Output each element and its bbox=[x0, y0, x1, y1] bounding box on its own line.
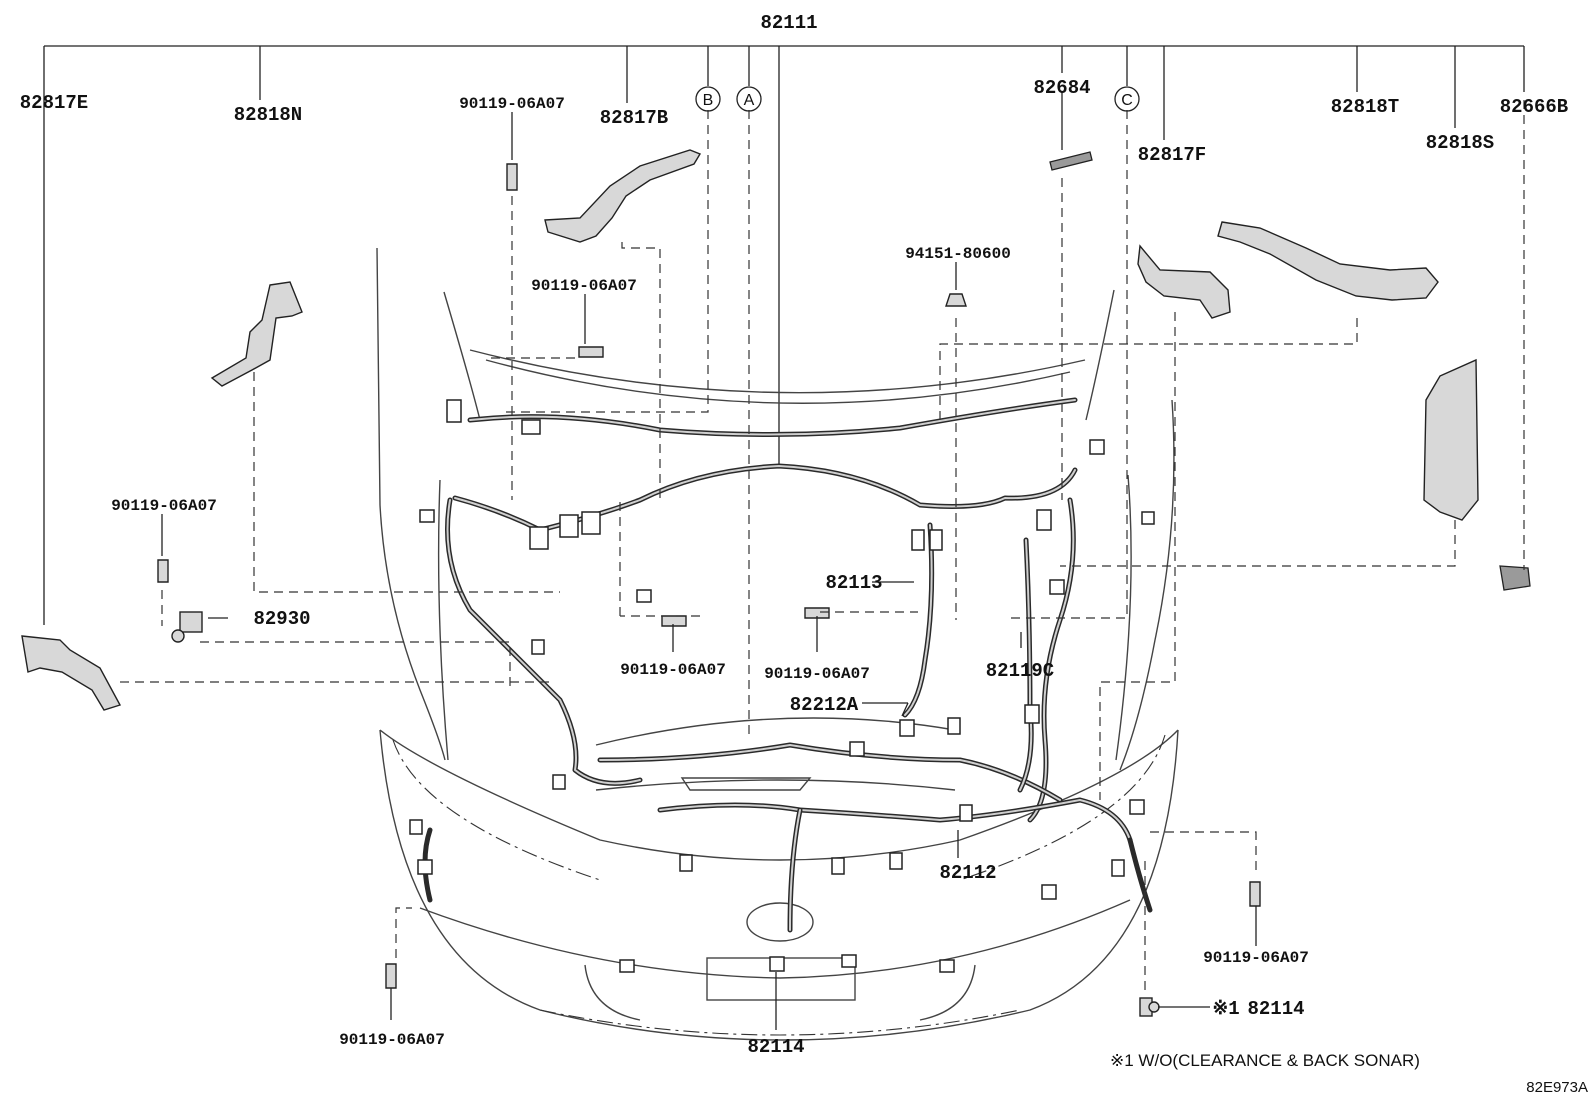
label-82930: 82930 bbox=[253, 608, 310, 630]
label-note-mark: ※1 bbox=[1212, 998, 1239, 1020]
footnote: ※1 W/O(CLEARANCE & BACK SONAR) bbox=[1110, 1051, 1420, 1070]
label-82119C: 82119C bbox=[986, 660, 1054, 682]
label-82817F: 82817F bbox=[1138, 144, 1206, 166]
label-bolt-left: 90119-06A07 bbox=[111, 497, 217, 515]
label-82818T: 82818T bbox=[1331, 96, 1399, 118]
protector-82817F bbox=[1137, 244, 1231, 319]
label-bolt-bottom-left: 90119-06A07 bbox=[339, 1031, 445, 1049]
protector-82817E bbox=[21, 635, 122, 711]
relay-block-82818S bbox=[1423, 358, 1479, 521]
label-bolt-center: 90119-06A07 bbox=[531, 277, 637, 295]
label-82818N: 82818N bbox=[234, 104, 302, 126]
bolts bbox=[157, 163, 1261, 989]
label-82817B: 82817B bbox=[600, 107, 668, 129]
label-bolt-right: 90119-06A07 bbox=[1203, 949, 1309, 967]
sensor-82930 bbox=[171, 611, 203, 643]
reference-lines bbox=[120, 100, 1525, 990]
label-82114-right: 82114 bbox=[1247, 998, 1304, 1020]
main-harness-leader bbox=[43, 45, 1525, 625]
circle-label-B: B bbox=[703, 92, 714, 109]
label-bolt-mid-center: 90119-06A07 bbox=[764, 665, 870, 683]
reference-circles bbox=[695, 86, 1140, 112]
clip-82666B bbox=[1499, 565, 1531, 591]
protector-82818T bbox=[1217, 221, 1439, 301]
label-82818S: 82818S bbox=[1426, 132, 1494, 154]
label-82112: 82112 bbox=[939, 862, 996, 884]
label-82114-bottom: 82114 bbox=[747, 1036, 804, 1058]
label-82684: 82684 bbox=[1033, 77, 1090, 99]
vehicle-body-outline bbox=[376, 247, 1179, 1041]
label-leaders bbox=[161, 92, 1257, 1030]
part-number-labels: 82111 82817E 82818N 90119-06A07 82817B B… bbox=[20, 12, 1588, 1096]
label-clip-94151: 94151-80600 bbox=[905, 245, 1011, 263]
clip-94151-80600 bbox=[945, 293, 967, 307]
protector-82818N bbox=[210, 281, 303, 387]
circle-label-C: C bbox=[1121, 92, 1133, 109]
protector-82817B bbox=[544, 149, 702, 243]
label-82113: 82113 bbox=[825, 572, 882, 594]
diagram-code: 82E973A bbox=[1526, 1079, 1588, 1096]
label-bolt-mid-left: 90119-06A07 bbox=[620, 661, 726, 679]
label-bolt-top-left: 90119-06A07 bbox=[459, 95, 565, 113]
label-82666B: 82666B bbox=[1500, 96, 1568, 118]
label-82817E: 82817E bbox=[20, 92, 88, 114]
label-82684 bbox=[1049, 151, 1093, 171]
label-82111: 82111 bbox=[760, 12, 817, 34]
harness-connectors bbox=[409, 399, 1155, 973]
circle-label-A: A bbox=[744, 92, 755, 109]
label-82212A: 82212A bbox=[790, 694, 859, 716]
sensor-82114-right bbox=[1139, 997, 1160, 1017]
